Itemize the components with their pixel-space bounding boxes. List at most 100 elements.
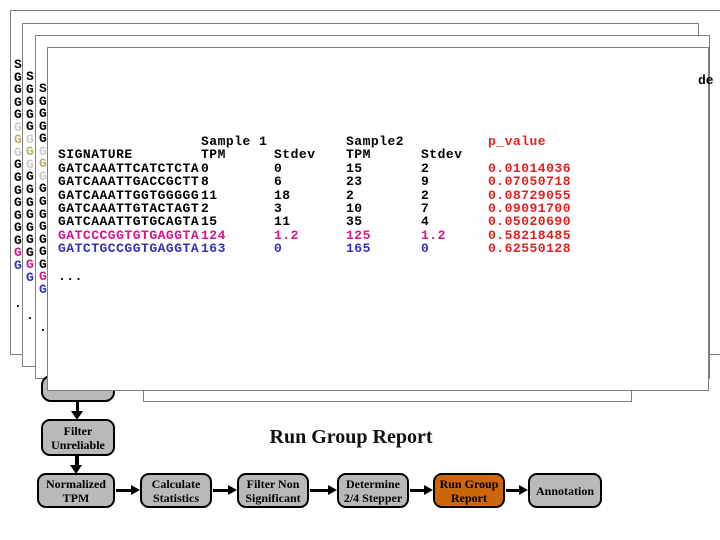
table-column-header: TPM <box>201 147 226 163</box>
row-first-letter: G <box>26 269 34 285</box>
signature-cell: GATCAAATTCATCTCTA <box>58 160 200 176</box>
signature-cell: GATCTGCCGGTGAGGTA <box>58 241 200 257</box>
value-cell: 124 <box>201 227 226 243</box>
row-first-letter: G <box>26 81 34 97</box>
row-first-letter: G <box>39 181 47 197</box>
flowchart-box-label: 2/4 Stepper <box>343 490 403 505</box>
row-first-letter: G <box>14 169 22 185</box>
table-ellipsis: ... <box>58 269 83 284</box>
row-first-letter: G <box>26 257 34 273</box>
value-cell: 23 <box>346 174 363 190</box>
row-first-letter: G <box>39 219 47 235</box>
table-group-header: Sample 1 <box>201 134 268 149</box>
row-first-letter: G <box>14 232 22 248</box>
value-cell: 8 <box>201 174 210 190</box>
row-first-letter: G <box>14 82 22 98</box>
row-first-letter: G <box>14 94 22 110</box>
arrow-right-head <box>519 485 528 495</box>
row-first-letter: G <box>39 193 47 209</box>
row-first-letter: G <box>39 93 47 109</box>
row-first-letter: G <box>14 257 22 273</box>
row-first-letter: G <box>39 168 47 184</box>
value-cell: 4 <box>421 214 430 230</box>
flowchart-box-label: Significant <box>245 490 301 505</box>
row-first-letter: G <box>26 156 34 172</box>
signature-cell: GATCAAATTGTGCAGTA <box>58 214 200 230</box>
signature-cell: GATCCCGGTGTGAGGTA <box>58 227 200 243</box>
flowchart-box-label: Statistics <box>153 490 199 505</box>
flowchart-box-label: Determine <box>346 476 400 491</box>
flowchart-box-label: Report <box>451 490 487 505</box>
arrow-right-head <box>131 485 140 495</box>
value-cell: 2 <box>421 160 430 176</box>
row-first-letter: G <box>26 106 34 122</box>
arrow-right-head <box>328 485 337 495</box>
arrow-right-head <box>424 485 433 495</box>
row-first-letter: G <box>26 119 34 135</box>
flowchart-box-label: TPM <box>62 490 90 505</box>
arrow-down-head <box>71 411 83 420</box>
row-first-letter: G <box>14 132 22 148</box>
value-cell: 2 <box>201 201 210 216</box>
value-cell: 165 <box>346 241 371 257</box>
value-cell: 3 <box>274 201 283 216</box>
row-first-letter: G <box>39 156 47 172</box>
flowchart-box-label: Normalized <box>46 476 106 491</box>
row-first-letter: G <box>39 256 47 272</box>
arrow-right-head <box>228 485 237 495</box>
value-cell: 0.09091700 <box>488 201 572 216</box>
row-first-letter: G <box>14 182 22 198</box>
arrow-right-shaft <box>410 489 425 492</box>
value-cell: 6 <box>274 174 283 190</box>
signature-cell: GATCAAATTGTACTAGT <box>58 201 200 216</box>
row-first-letter: G <box>39 231 47 247</box>
flowchart-step-annotation: Annotation <box>528 473 602 508</box>
row-first-letter: G <box>39 269 47 285</box>
arrow-down-shaft <box>76 402 79 412</box>
value-cell: 0.08729055 <box>488 187 572 203</box>
row-first-letter: G <box>14 195 22 211</box>
row-first-letter: G <box>26 232 34 248</box>
slide-title: Run Group Report <box>269 426 433 448</box>
value-cell: 1.2 <box>421 227 446 243</box>
value-cell: 2 <box>421 187 430 203</box>
row-first-letter: G <box>26 94 34 110</box>
row-first-letter: G <box>14 220 22 236</box>
row-first-letter: G <box>26 169 34 185</box>
row-first-letter: G <box>26 207 34 223</box>
arrow-right-shaft <box>213 489 229 492</box>
row-first-letter: G <box>14 144 22 160</box>
flowchart-box-label: Filter Non <box>246 476 300 491</box>
value-cell: 15 <box>201 214 218 230</box>
clipped-text-fragment: de <box>698 73 714 88</box>
value-cell: 0.07050718 <box>488 174 572 190</box>
signature-cell: GATCAAATTGGTGGGGG <box>58 187 200 203</box>
value-cell: 1.2 <box>274 227 299 243</box>
row-first-letter: G <box>39 206 47 222</box>
flowchart-box-label: Calculate <box>151 476 201 491</box>
value-cell: 0.58218485 <box>488 227 572 243</box>
row-first-letter: S <box>14 57 22 72</box>
table-column-header: Stdev <box>421 147 463 163</box>
row-first-letter: G <box>14 69 22 85</box>
value-cell: 163 <box>201 241 226 257</box>
value-cell: 0.01014036 <box>488 160 572 176</box>
flowchart-box-label: Unreliable <box>51 437 105 452</box>
row-first-letter: G <box>26 244 34 260</box>
row-first-letter: G <box>14 207 22 223</box>
row-first-letter: G <box>39 131 47 147</box>
row-first-letter: G <box>26 144 34 160</box>
value-cell: 9 <box>421 174 430 190</box>
arrow-right-shaft <box>310 489 329 492</box>
